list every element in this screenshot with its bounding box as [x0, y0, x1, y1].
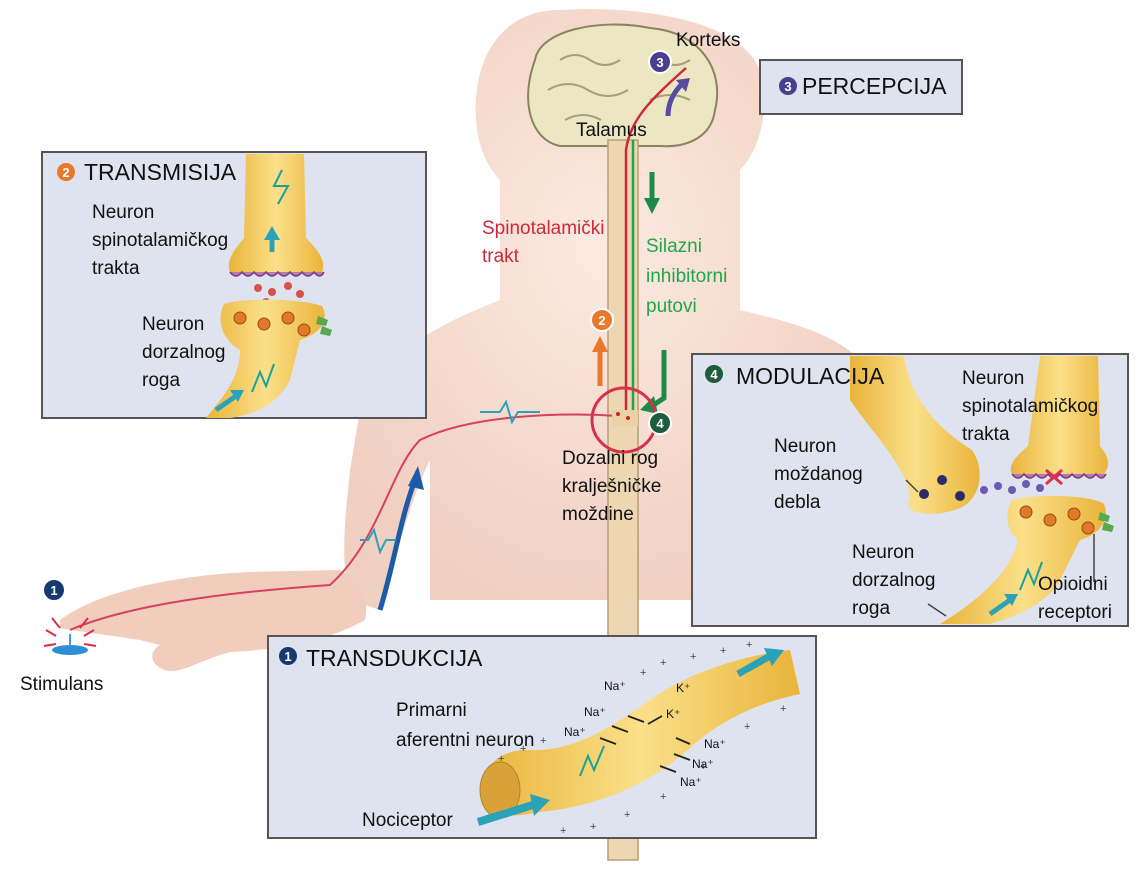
svg-text:+: +: [590, 821, 596, 833]
transmission-title: TRANSMISIJA: [84, 159, 237, 185]
svg-text:+: +: [640, 667, 646, 679]
ion-label: Na⁺: [704, 737, 726, 751]
svg-text:+: +: [744, 721, 750, 733]
modulation-spino-2: spinotalamičkog: [962, 396, 1098, 417]
svg-text:+: +: [498, 753, 504, 765]
badge-perception-box: 3: [779, 77, 797, 95]
label-spinothalamic-2: trakt: [482, 246, 520, 267]
perception-title: PERCEPCIJA: [802, 73, 947, 99]
badge-perception-brain: 3: [649, 51, 671, 73]
transduction-panel: ++++ ++++ ++++ +++ Na⁺ Na⁺ Na⁺ K⁺ K⁺ Na⁺…: [268, 636, 816, 838]
ion-label: Na⁺: [604, 679, 626, 693]
label-dorsal-horn-1: Dozalni rog: [562, 448, 658, 469]
label-korteks: Korteks: [676, 30, 740, 51]
label-descending-1: Silazni: [646, 236, 702, 257]
svg-text:+: +: [540, 735, 546, 747]
modulation-opioid-2: receptori: [1038, 602, 1112, 623]
transmission-dorsal-3: roga: [142, 370, 180, 391]
modulation-dorsal-3: roga: [852, 598, 890, 619]
label-dorsal-horn-3: moždine: [562, 504, 634, 525]
svg-text:+: +: [690, 651, 696, 663]
svg-text:4: 4: [656, 416, 664, 431]
badge-modulation-panel: 4: [705, 365, 723, 383]
svg-text:+: +: [560, 825, 566, 837]
modulation-brainstem-3: debla: [774, 492, 821, 513]
badge-transmission-panel: 2: [57, 163, 75, 181]
ion-label: Na⁺: [692, 757, 714, 771]
label-descending-3: putovi: [646, 296, 697, 317]
svg-text:+: +: [624, 809, 630, 821]
modulation-dorsal-2: dorzalnog: [852, 570, 935, 591]
svg-text:2: 2: [62, 165, 69, 180]
dorsal-horn-cross-section: [612, 410, 638, 426]
transmission-panel: 2 TRANSMISIJA Neuron spinotalamičkog tra…: [42, 152, 426, 418]
badge-modulation-cord: 4: [649, 412, 671, 434]
svg-text:3: 3: [784, 79, 791, 94]
modulation-brainstem-1: Neuron: [774, 436, 836, 457]
ion-label: K⁺: [676, 681, 690, 695]
svg-text:1: 1: [284, 649, 291, 664]
svg-text:2: 2: [598, 313, 605, 328]
svg-text:+: +: [720, 645, 726, 657]
modulation-panel: 4 MODULACIJA Neuron spinotalamičkog trak…: [692, 354, 1128, 626]
transduction-primary-2: aferentni neuron: [396, 730, 534, 751]
modulation-spino-3: trakta: [962, 424, 1010, 445]
badge-transmission-cord: 2: [591, 309, 613, 331]
svg-text:4: 4: [710, 367, 718, 382]
label-spinothalamic-1: Spinotalamički: [482, 218, 605, 239]
transduction-title: TRANSDUKCIJA: [306, 645, 483, 671]
transduction-nociceptor: Nociceptor: [362, 810, 453, 831]
modulation-title: MODULACIJA: [736, 363, 885, 389]
label-descending-2: inhibitorni: [646, 266, 727, 287]
transmission-spino-3: trakta: [92, 258, 140, 279]
modulation-dorsal-1: Neuron: [852, 542, 914, 563]
label-stimulus: Stimulans: [20, 674, 103, 695]
ion-label: K⁺: [666, 707, 680, 721]
svg-text:3: 3: [656, 55, 663, 70]
svg-text:1: 1: [50, 583, 57, 598]
transmission-spino-2: spinotalamičkog: [92, 230, 228, 251]
perception-box: 3 PERCEPCIJA: [760, 60, 962, 114]
label-dorsal-horn-2: kralješničke: [562, 476, 661, 497]
ion-label: Na⁺: [584, 705, 606, 719]
svg-text:+: +: [780, 703, 786, 715]
ion-label: Na⁺: [680, 775, 702, 789]
modulation-spino-1: Neuron: [962, 368, 1024, 389]
label-talamus: Talamus: [576, 120, 647, 141]
svg-text:+: +: [660, 657, 666, 669]
transmission-spino-1: Neuron: [92, 202, 154, 223]
transmission-dorsal-1: Neuron: [142, 314, 204, 335]
svg-text:+: +: [746, 639, 752, 651]
modulation-opioid-1: Opioidni: [1038, 574, 1108, 595]
modulation-brainstem-2: moždanog: [774, 464, 863, 485]
transduction-primary-1: Primarni: [396, 700, 467, 721]
transmission-dorsal-2: dorzalnog: [142, 342, 225, 363]
badge-transduction-panel: 1: [279, 647, 297, 665]
svg-text:+: +: [660, 791, 666, 803]
ion-label: Na⁺: [564, 725, 586, 739]
badge-transduction-finger: 1: [43, 579, 65, 601]
